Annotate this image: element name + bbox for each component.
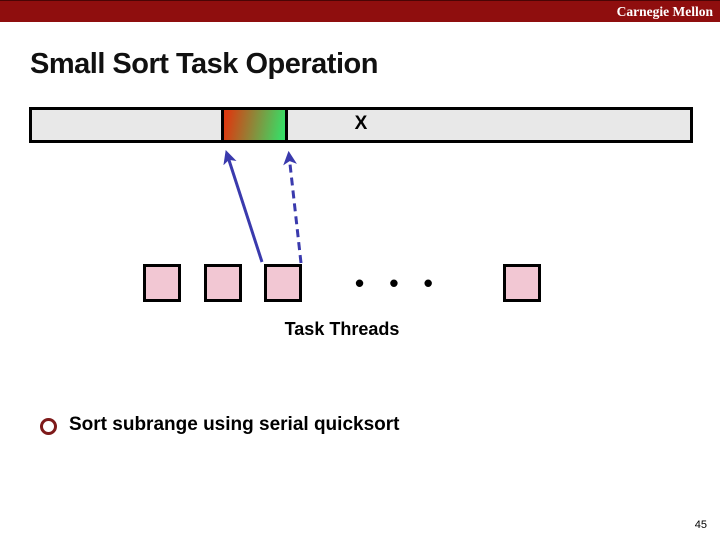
bullet-icon [40, 418, 57, 435]
task-threads-label: Task Threads [284, 319, 400, 339]
header-banner: Carnegie Mellon [0, 0, 720, 22]
array-bar: X [29, 107, 693, 143]
subrange-segment [221, 110, 288, 140]
dashed-arrow [283, 150, 303, 264]
page-title: Small Sort Task Operation [30, 48, 378, 80]
task-box [204, 264, 242, 302]
task-box [264, 264, 302, 302]
bullet-text: Sort subrange using serial quicksort [69, 414, 400, 435]
task-box [143, 264, 181, 302]
ellipsis: • • • [355, 267, 442, 298]
task-box [503, 264, 541, 302]
brand-label: Carnegie Mellon [616, 4, 713, 19]
page-number: 45 [694, 519, 707, 531]
bullet-item: Sort subrange using serial quicksort [40, 414, 399, 436]
solid-arrow [223, 150, 264, 263]
array-label: X [354, 113, 368, 134]
